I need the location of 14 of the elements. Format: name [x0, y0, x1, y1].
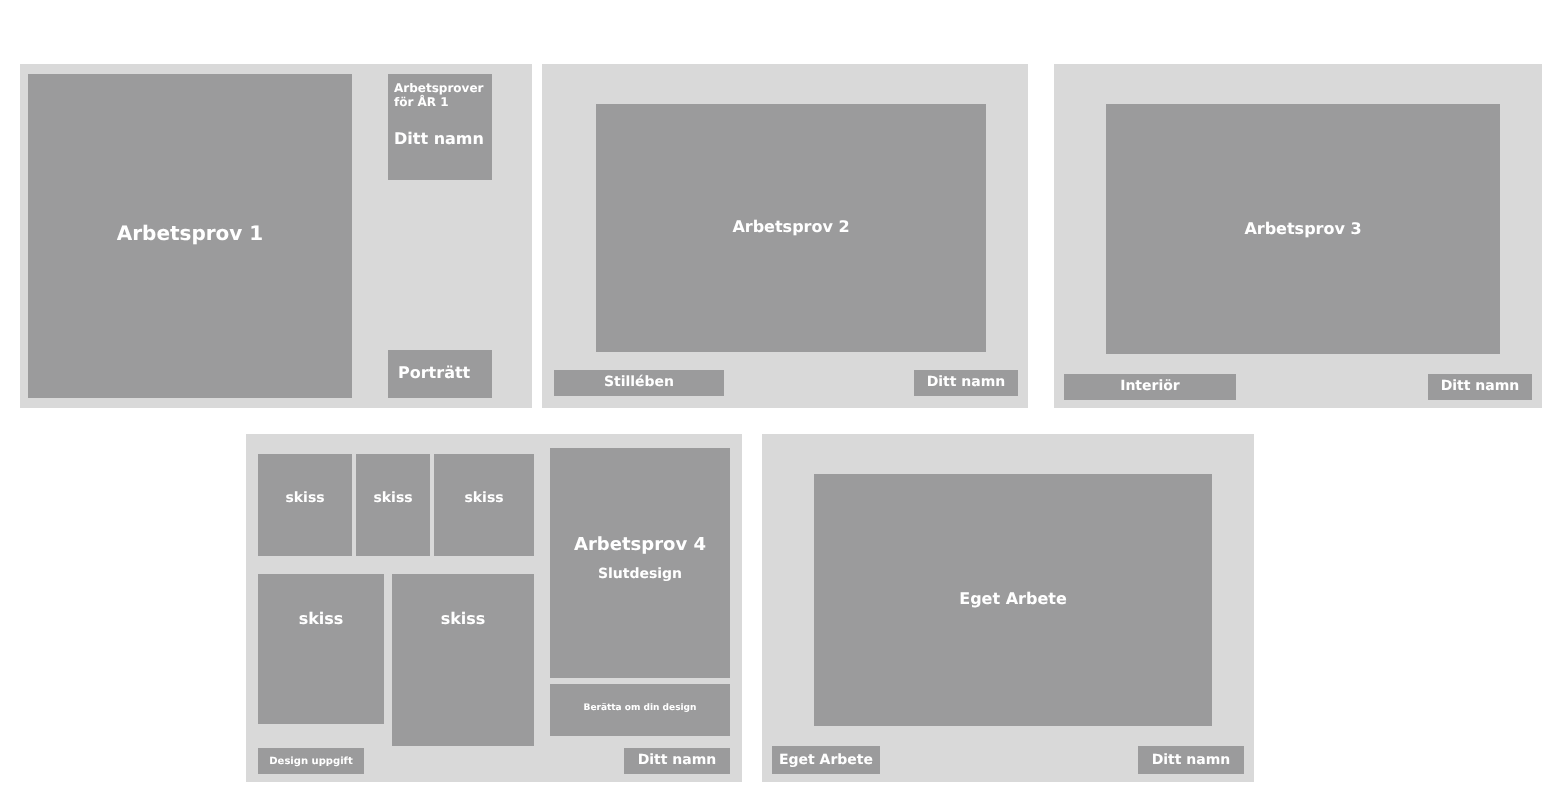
placeholder-field: skiss [392, 574, 534, 746]
placeholder-field: Arbetsprov 1 [28, 74, 352, 398]
placeholder-label: Arbetsprov 4 [574, 536, 706, 558]
placeholder-label: Ditt namn [394, 130, 484, 150]
placeholder-field: Eget Arbete [814, 474, 1212, 726]
panel-background [762, 434, 1254, 782]
panel-background [20, 64, 532, 408]
placeholder-field: Porträtt [388, 350, 492, 398]
panel-background [1054, 64, 1542, 408]
panel-background [246, 434, 742, 782]
placeholder-field: Arbetsprov 3 [1106, 104, 1500, 354]
placeholder-field: Arbetsprov 2 [596, 104, 986, 352]
placeholder-field: skiss [258, 574, 384, 724]
panel-background [542, 64, 1028, 408]
